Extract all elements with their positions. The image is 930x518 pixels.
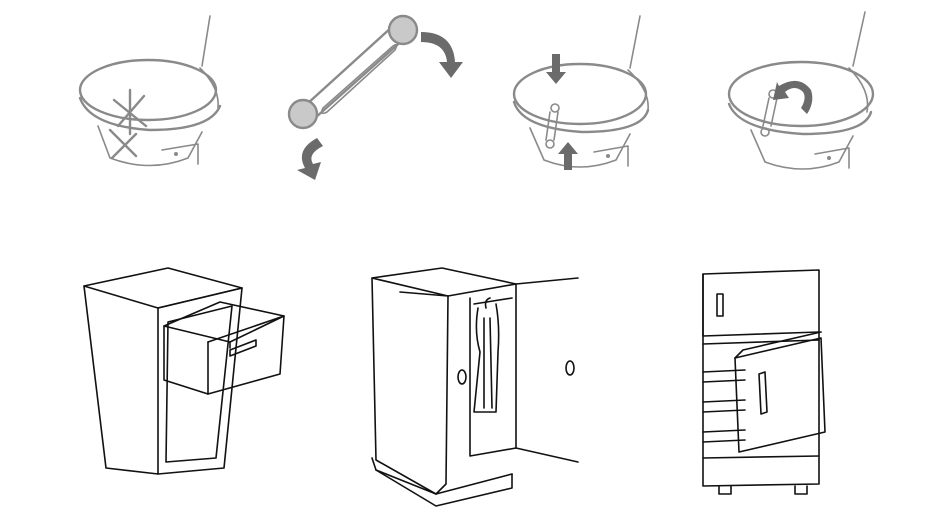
toilet-lid-mark-icon (78, 15, 222, 167)
toilet-lid-attach-icon (512, 15, 650, 170)
drawer-cabinet-icon (83, 267, 285, 475)
refrigerator-icon (702, 269, 826, 495)
lock-strap-peel-icon (287, 14, 463, 180)
toilet-lid-locked-icon (727, 11, 875, 170)
wardrobe-icon (371, 267, 579, 507)
